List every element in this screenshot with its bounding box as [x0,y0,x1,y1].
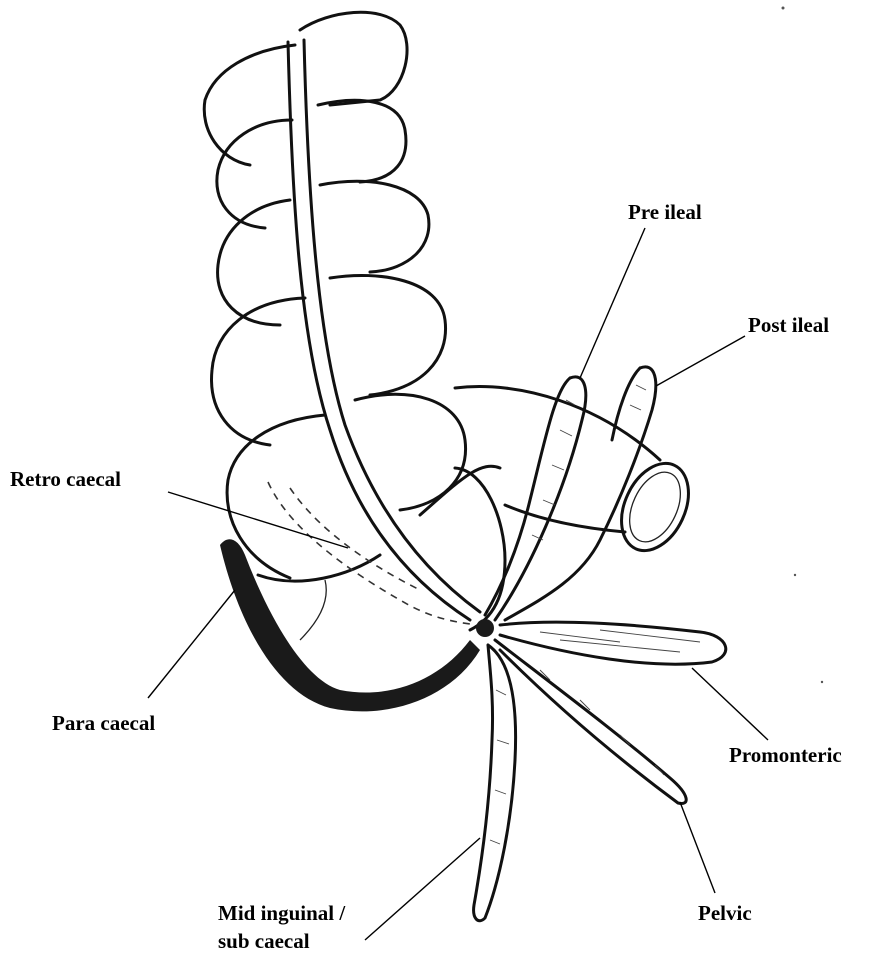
speck [782,7,785,10]
label-para-caecal: Para caecal [52,711,155,735]
label-pre-ileal: Pre ileal [628,200,702,224]
para-caecal-appendix [220,539,480,711]
label-retro-caecal: Retro caecal [10,467,121,491]
promonteric-appendix [500,622,726,664]
speck [821,681,823,683]
retro-caecal-appendix [268,482,470,624]
taenia-coli [288,40,480,620]
label-sub-caecal: sub caecal [218,929,310,953]
sub-caecal-appendix [474,645,516,921]
appendix-base [476,619,494,637]
speck [794,574,796,576]
label-mid-inguinal: Mid inguinal / [218,901,346,925]
post-ileal-appendix [505,367,656,620]
ascending-colon [204,12,465,578]
label-post-ileal: Post ileal [748,313,829,337]
label-promonteric: Promonteric [729,743,842,767]
label-pelvic: Pelvic [698,901,752,925]
pre-ileal-appendix [485,377,586,620]
terminal-ileum [455,387,702,562]
